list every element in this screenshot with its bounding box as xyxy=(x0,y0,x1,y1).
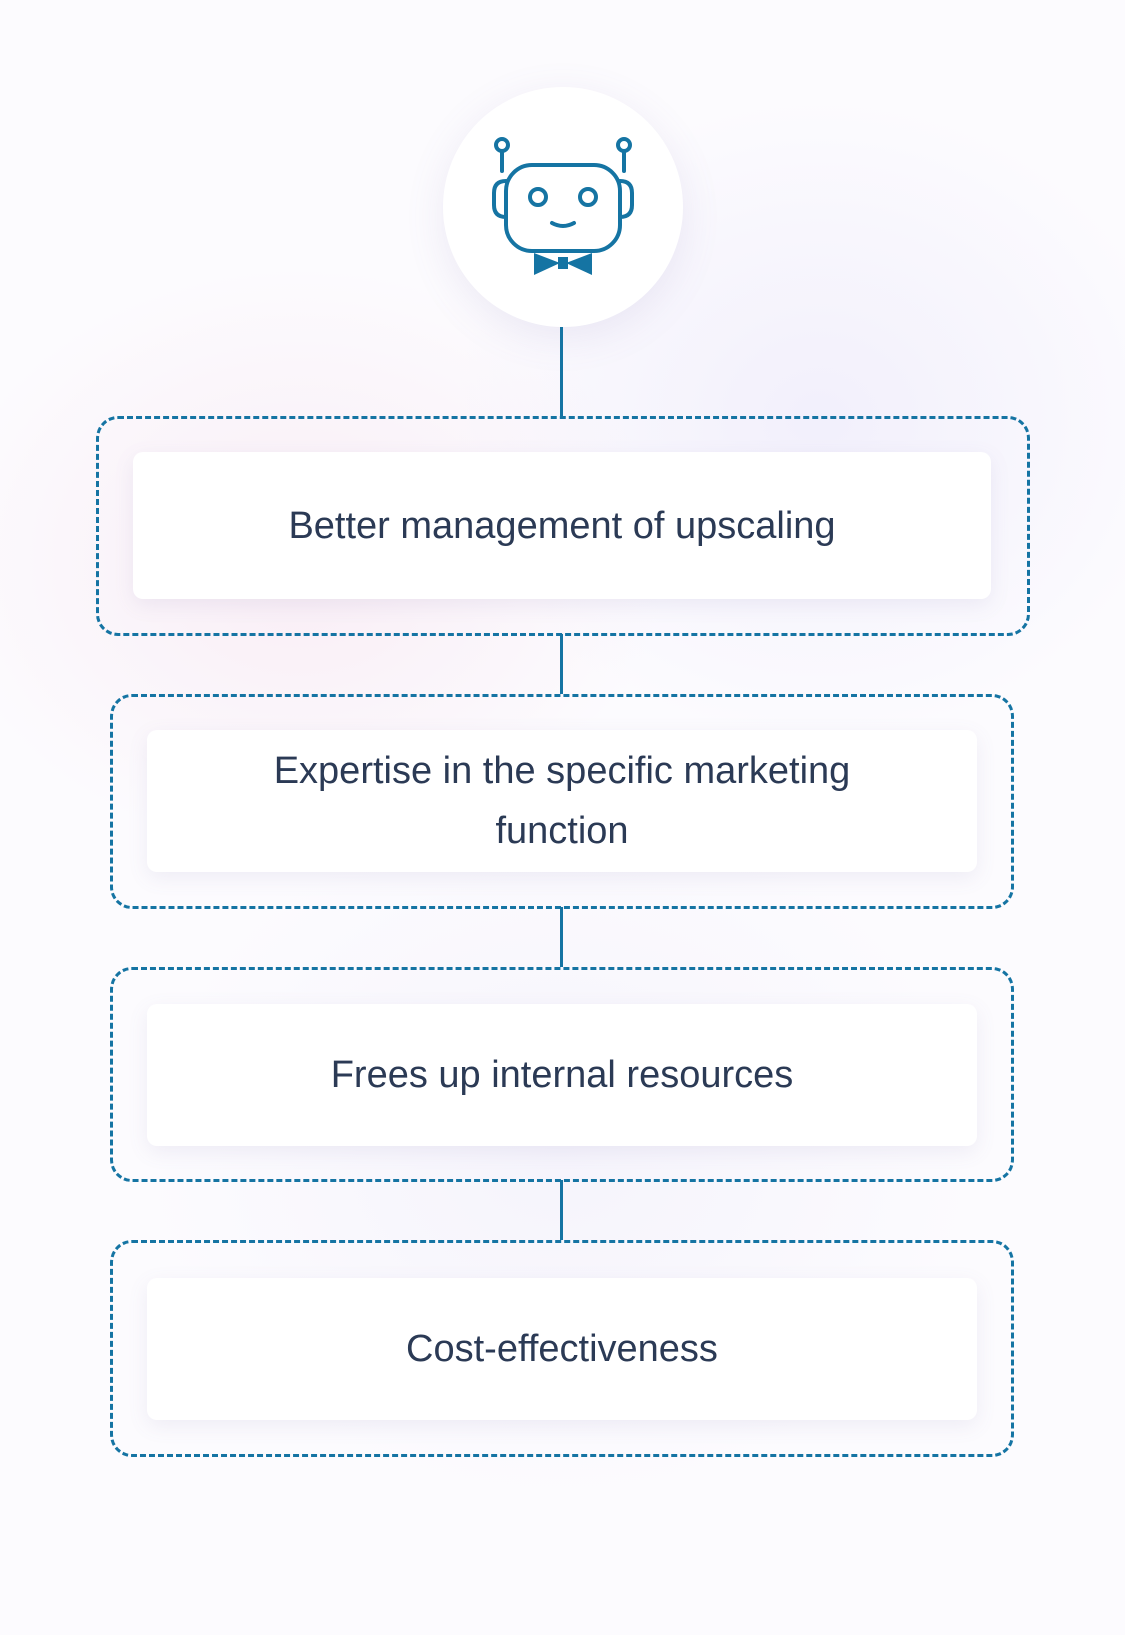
item-frame xyxy=(96,416,1030,636)
benefit-label: Frees up internal resources xyxy=(330,1054,794,1096)
benefit-card: Better management of upscaling xyxy=(133,452,991,599)
benefit-label: Cost-effectiveness xyxy=(406,1328,718,1370)
robot-icon xyxy=(492,137,634,275)
item-frame xyxy=(110,1240,1014,1457)
benefit-card: Expertise in the specific marketing func… xyxy=(147,730,977,872)
connector-line xyxy=(560,1180,563,1240)
benefit-label: Better management of upscaling xyxy=(288,504,836,547)
benefit-card: Frees up internal resources xyxy=(147,1004,977,1146)
connector-line xyxy=(560,327,563,417)
benefit-card: Cost-effectiveness xyxy=(147,1278,977,1420)
benefit-label: Expertise in the specific marketing func… xyxy=(273,750,851,852)
connector-line xyxy=(560,634,563,694)
item-frame xyxy=(110,967,1014,1182)
item-frame xyxy=(110,694,1014,909)
connector-line xyxy=(560,907,563,967)
robot-avatar xyxy=(443,87,683,327)
